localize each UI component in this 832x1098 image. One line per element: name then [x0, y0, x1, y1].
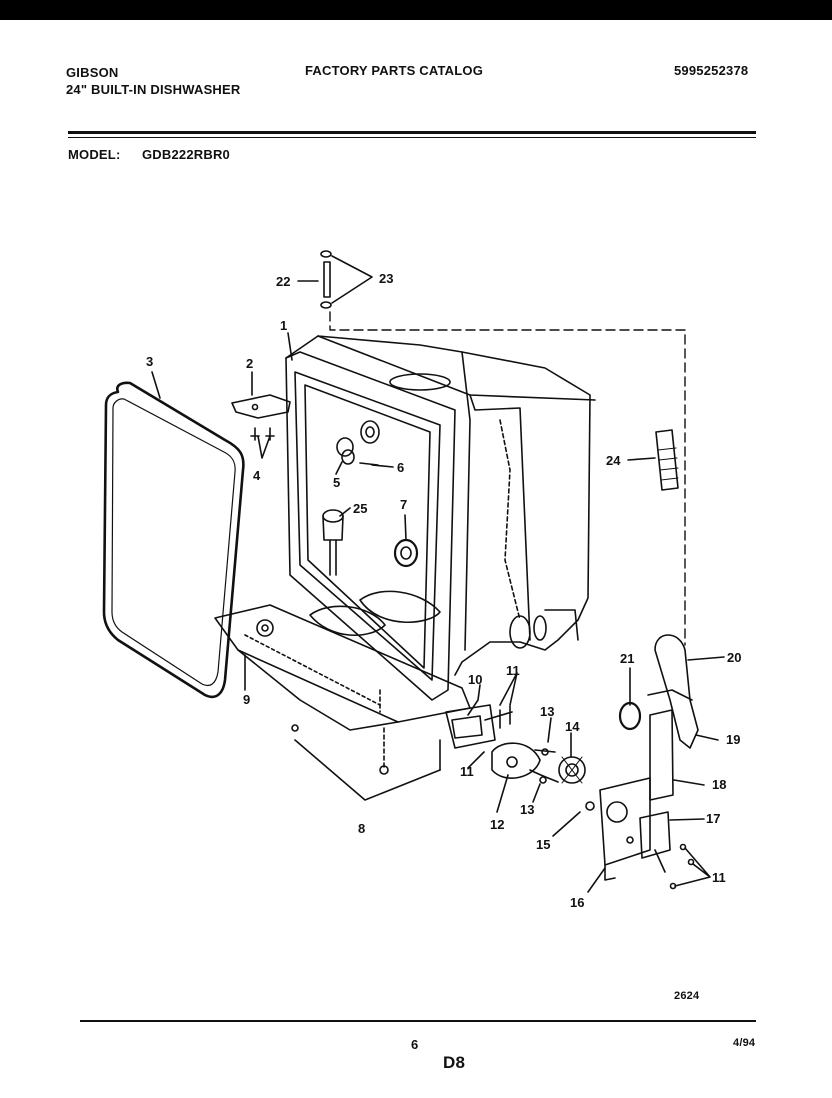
callout-13-b: 13: [520, 802, 534, 817]
tub-assembly: [285, 335, 596, 701]
sump-gasket: [393, 538, 419, 568]
model-number: GDB222RBR0: [142, 147, 230, 162]
threaded-bolt: [655, 429, 679, 491]
pump-parts: [558, 756, 651, 881]
model-label: MODEL:: [68, 147, 121, 162]
brand-name: GIBSON: [66, 65, 119, 80]
top-scan-border: [0, 0, 832, 20]
callout-23: 23: [379, 271, 393, 286]
product-name: 24" BUILT-IN DISHWASHER: [66, 82, 241, 97]
callout-6: 6: [397, 460, 404, 475]
catalog-title: FACTORY PARTS CATALOG: [305, 63, 484, 78]
callout-1: 1: [280, 318, 287, 333]
callout-14: 14: [565, 719, 580, 734]
callout-18: 18: [712, 777, 726, 792]
callout-11-a: 11: [506, 663, 520, 678]
drawing-number: 2624: [674, 990, 700, 1002]
callout-4: 4: [253, 468, 261, 483]
callout-24: 24: [606, 453, 621, 468]
header-rule-thick: [68, 131, 756, 134]
page-number: 6: [411, 1037, 419, 1052]
callout-13-a: 13: [540, 704, 554, 719]
fill-funnel: [322, 509, 344, 576]
header-rule-thin: [68, 137, 756, 138]
callout-9: 9: [243, 692, 250, 707]
callout-5: 5: [333, 475, 340, 490]
door-panel: [214, 604, 471, 775]
hose-clamps: [320, 250, 332, 309]
callout-15: 15: [536, 837, 550, 852]
callout-7: 7: [400, 497, 407, 512]
callout-19: 19: [726, 732, 740, 747]
door-latch-parts: [445, 704, 559, 784]
footer-rule: [80, 1020, 756, 1022]
callout-numbers: 1 2 3 4 5 6 7 8 9 10 11 11 11 12 13 13 1…: [146, 271, 741, 910]
callout-25: 25: [353, 501, 367, 516]
callout-11-c: 11: [712, 870, 726, 885]
callout-20: 20: [727, 650, 741, 665]
callout-16: 16: [570, 895, 584, 910]
callout-12: 12: [490, 817, 504, 832]
callout-3: 3: [146, 354, 153, 369]
callout-17: 17: [706, 811, 720, 826]
hose-parts: [618, 634, 699, 890]
callout-2: 2: [246, 356, 253, 371]
print-date: 4/94: [733, 1037, 756, 1049]
callout-10: 10: [468, 672, 482, 687]
callout-11-b: 11: [460, 764, 474, 779]
callout-8: 8: [358, 821, 365, 836]
hinge-bracket: [231, 394, 291, 441]
section-code: D8: [443, 1053, 466, 1072]
callout-21: 21: [620, 651, 634, 666]
door-gasket: [102, 381, 245, 699]
catalog-number: 5995252378: [674, 63, 749, 78]
callout-22: 22: [276, 274, 290, 289]
